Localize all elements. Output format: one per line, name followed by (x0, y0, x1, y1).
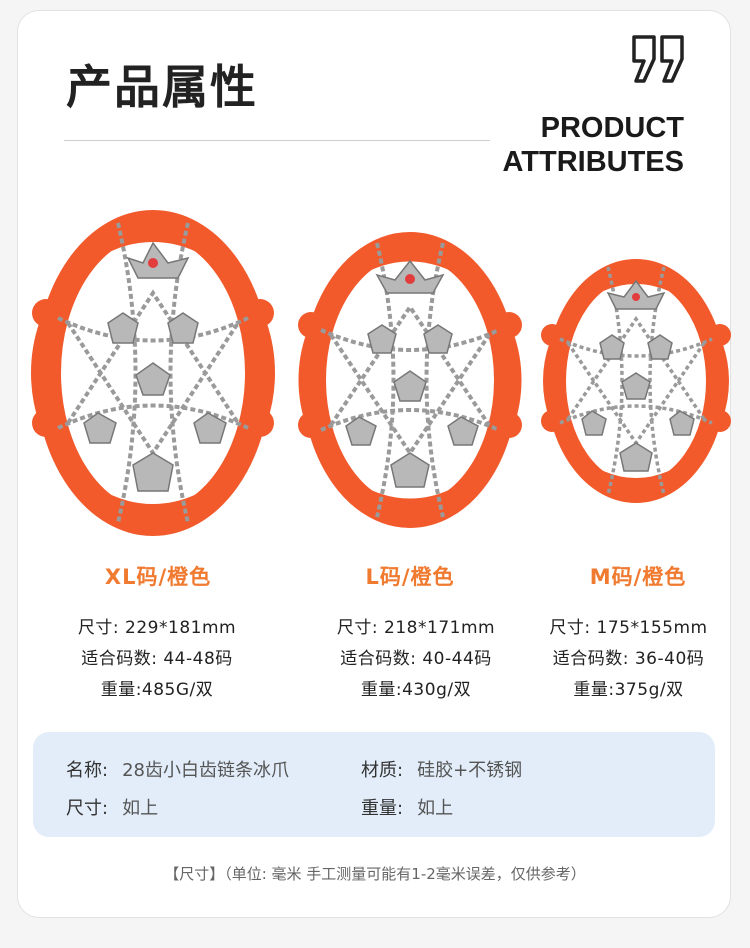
spec-m-dimension: 尺寸: 175*155mm (549, 618, 708, 638)
spec-xl-fit: 适合码数: 44-48码 (81, 649, 233, 669)
info-name-value: 28齿小白齿链条冰爪 (122, 760, 289, 781)
spec-l: 尺寸: 218*171mm 适合码数: 40-44码 重量:430g/双 (301, 613, 531, 706)
info-size: 尺寸: 如上 (66, 794, 158, 820)
spec-l-weight: 重量:430g/双 (360, 680, 472, 700)
crampon-icon (31, 210, 275, 536)
product-image-xl (28, 203, 278, 543)
size-label-l: L码/橙色 (365, 565, 455, 589)
spec-m-fit: 适合码数: 36-40码 (552, 649, 705, 669)
spec-m: 尺寸: 175*155mm 适合码数: 36-40码 重量:375g/双 (526, 613, 731, 706)
info-weight-key: 重量: (361, 798, 404, 819)
info-size-value: 如上 (122, 798, 159, 819)
crampon-icon (541, 259, 731, 503)
page-title: 产品属性 (66, 60, 258, 114)
crampon-icon (298, 232, 522, 528)
spec-l-dimension: 尺寸: 218*171mm (336, 618, 496, 638)
spec-xl-weight: 重量:485G/双 (100, 680, 214, 700)
info-material-value: 硅胶+不锈钢 (417, 760, 523, 781)
english-title-line2: ATTRIBUTES (502, 146, 684, 178)
info-name-key: 名称: (66, 760, 109, 781)
quote-icon (630, 33, 690, 89)
info-size-key: 尺寸: (66, 798, 109, 819)
info-material-key: 材质: (361, 760, 404, 781)
title-divider (64, 140, 490, 141)
info-name: 名称: 28齿小白齿链条冰爪 (66, 756, 289, 782)
info-weight: 重量: 如上 (361, 794, 453, 820)
measurement-note: 【尺寸】（单位: 毫米 手工测量可能有1-2毫米误差，仅供参考） (164, 865, 586, 883)
size-label-xl: XL码/橙色 (104, 565, 212, 589)
product-image-m (538, 251, 734, 511)
size-label-m: M码/橙色 (589, 565, 687, 589)
info-weight-value: 如上 (417, 798, 454, 819)
spec-xl-dimension: 尺寸: 229*181mm (77, 618, 237, 638)
crampon-m-illustration (541, 259, 731, 503)
english-title: PRODUCT ATTRIBUTES (502, 111, 684, 179)
info-box: 名称: 28齿小白齿链条冰爪 材质: 硅胶+不锈钢 尺寸: 如上 重量: 如上 (33, 732, 715, 837)
spec-m-weight: 重量:375g/双 (573, 680, 684, 700)
spec-l-fit: 适合码数: 40-44码 (340, 649, 492, 669)
english-title-line1: PRODUCT (540, 112, 684, 144)
crampon-xl-illustration (31, 210, 275, 536)
crampon-l-illustration (298, 232, 522, 528)
product-image-l (295, 225, 525, 535)
spec-xl: 尺寸: 229*181mm 适合码数: 44-48码 重量:485G/双 (42, 613, 272, 706)
attributes-card: 产品属性 PRODUCT ATTRIBUTES (17, 10, 731, 918)
info-material: 材质: 硅胶+不锈钢 (361, 756, 522, 782)
